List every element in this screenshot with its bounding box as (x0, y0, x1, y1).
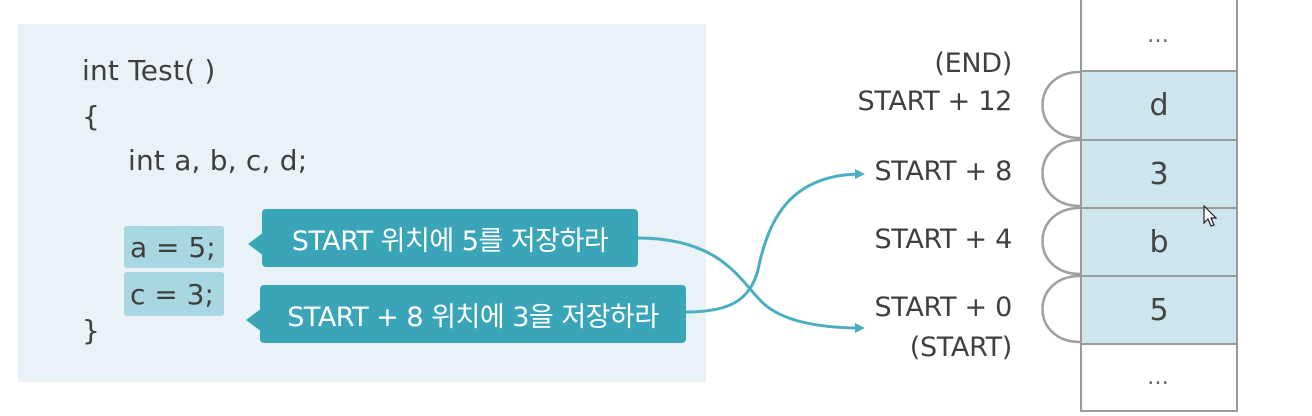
memory-bottom-border (1082, 410, 1236, 412)
memory-divider (1082, 275, 1236, 277)
arrow-a-to-start-plus-0 (637, 236, 865, 333)
memory-cell-c-value: 3 (1082, 141, 1236, 207)
address-start-label: (START) (909, 332, 1013, 363)
bracket-start-plus-8 (1041, 138, 1081, 208)
address-start-plus-12: START + 12 (857, 86, 1013, 117)
code-line-open-brace: { (82, 100, 101, 133)
code-line-close-brace: } (82, 314, 101, 347)
ellipsis-top: … (1147, 23, 1171, 48)
memory-divider (1082, 207, 1236, 209)
address-start-plus-4: START + 4 (874, 224, 1012, 255)
arrow-c-to-start-plus-8 (685, 169, 865, 314)
code-line-declaration: int a, b, c, d; (128, 144, 308, 177)
code-line-assign-c: c = 3; (124, 272, 224, 316)
memory-divider (1082, 70, 1236, 72)
address-start-plus-8: START + 8 (874, 156, 1012, 187)
memory-column: … d 3 b 5 … (1080, 0, 1238, 412)
bracket-start-plus-4 (1041, 206, 1081, 276)
address-start-plus-0: START + 0 (874, 292, 1012, 323)
code-line-assign-a: a = 5; (124, 226, 224, 268)
memory-cell-bottom-ellipsis: … (1082, 345, 1236, 410)
memory-cell-a-value: 5 (1082, 277, 1236, 343)
ellipsis-bottom: … (1147, 365, 1171, 390)
code-line-function-signature: int Test( ) (82, 54, 216, 87)
memory-divider (1082, 139, 1236, 141)
bracket-start-plus-0 (1041, 274, 1081, 344)
mouse-cursor-icon (1203, 205, 1218, 227)
bracket-start-plus-12 (1041, 70, 1081, 140)
memory-cell-top-ellipsis: … (1082, 0, 1236, 71)
address-end-label: (END) (934, 48, 1012, 79)
callout-store-c: START + 8 위치에 3을 저장하라 (260, 285, 686, 343)
memory-cell-d: d (1082, 72, 1236, 139)
callout-store-a: START 위치에 5를 저장하라 (262, 209, 638, 267)
memory-divider (1082, 343, 1236, 345)
